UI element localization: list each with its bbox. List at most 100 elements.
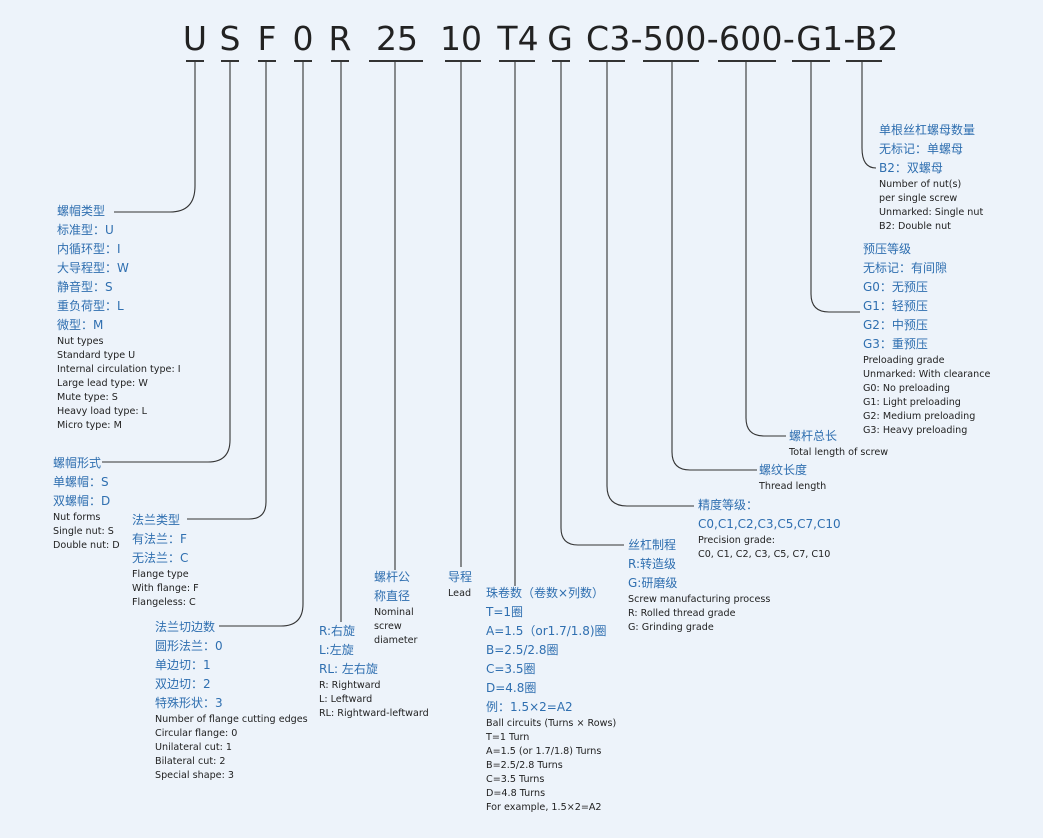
- group-flange-type: 法兰类型 有法兰：F 无法兰：C Flange type With flange…: [132, 511, 199, 610]
- thread-length-title: 螺纹长度: [759, 463, 808, 477]
- underline-0: [294, 60, 312, 62]
- flange-type-title: 法兰类型: [132, 513, 181, 527]
- code-part-s: S: [219, 19, 241, 58]
- circuits-en-2: A=1.5 (or 1.7/1.8) Turns: [486, 746, 602, 757]
- flange-cut-en-4: Special shape: 3: [155, 770, 234, 781]
- preload-en-3: G1: Light preloading: [863, 397, 961, 408]
- nut-count-zh-2: B2：双螺母: [879, 161, 943, 175]
- preload-en-5: G3: Heavy preloading: [863, 425, 968, 436]
- nut-type-zh-5: 重负荷型：L: [57, 299, 124, 313]
- nut-count-en-3: B2: Double nut: [879, 221, 951, 232]
- nut-count-en-2: Unmarked: Single nut: [879, 207, 984, 218]
- leader-total-length: [745, 62, 786, 437]
- rotation-en-1: L: Leftward: [319, 694, 373, 705]
- preload-en-0: Preloading grade: [863, 355, 945, 366]
- preload-zh-2: G0：无预压: [863, 280, 928, 294]
- code-part-25: 25: [376, 19, 418, 58]
- preload-zh-4: G2：中预压: [863, 318, 928, 332]
- diameter-zh-1: 称直径: [374, 589, 411, 603]
- flange-type-zh-2: 无法兰：C: [132, 551, 189, 565]
- preload-zh-5: G3：重预压: [863, 337, 928, 351]
- code-part-t4: T4: [497, 19, 539, 58]
- circuits-zh-1: T=1圈: [486, 605, 524, 619]
- nut-type-zh-4: 静音型：S: [57, 280, 113, 294]
- underline-g: [552, 60, 570, 62]
- code-part-r: R: [328, 19, 352, 58]
- nut-type-zh-2: 内循环型：I: [57, 242, 121, 256]
- circuits-en-3: B=2.5/2.8 Turns: [486, 760, 563, 771]
- leader-process: [560, 62, 624, 546]
- leader-flange-type: [187, 62, 267, 520]
- group-total-length: 螺杆总长 Total length of screw: [789, 427, 888, 460]
- flange-cut-en-1: Circular flange: 0: [155, 728, 238, 739]
- underline-t4: [499, 60, 535, 62]
- nut-form-zh-2: 双螺帽：D: [53, 494, 111, 508]
- precision-en-1: C0, C1, C2, C3, C5, C7, C10: [698, 549, 831, 560]
- flange-cut-zh-4: 特殊形状：3: [155, 696, 223, 710]
- code-part-tail: C3-500-600-G1-B2: [586, 19, 899, 58]
- group-flange-cut: 法兰切边数 圆形法兰：0 单边切：1 双边切：2 特殊形状：3 Number o…: [155, 618, 308, 783]
- circuits-en-6: For example, 1.5×2=A2: [486, 802, 602, 813]
- circuits-en-0: Ball circuits (Turns × Rows): [486, 718, 617, 729]
- nut-count-en-0: Number of nut(s): [879, 179, 962, 190]
- nut-form-en-1: Single nut: S: [53, 526, 114, 537]
- flange-cut-zh-1: 圆形法兰：0: [155, 639, 223, 653]
- precision-title: 精度等级：: [698, 498, 759, 512]
- leader-nut-type: [114, 62, 196, 213]
- rotation-zh-2: RL: 左右旋: [319, 662, 378, 676]
- process-en-1: R: Rolled thread grade: [628, 608, 736, 619]
- flange-cut-en-3: Bilateral cut: 2: [155, 756, 226, 767]
- code-part-g: G: [547, 19, 573, 58]
- group-thread-length: 螺纹长度 Thread length: [759, 461, 826, 494]
- underline-g1: [792, 60, 830, 62]
- process-en-0: Screw manufacturing process: [628, 594, 771, 605]
- lead-en-0: Lead: [448, 588, 472, 599]
- leader-thread-length: [671, 62, 757, 471]
- diameter-en-0: Nominal: [374, 607, 414, 618]
- group-nut-type: 螺帽类型 标准型：U 内循环型：I 大导程型：W 静音型：S 重负荷型：L 微型…: [57, 202, 181, 433]
- underline-u: [186, 60, 204, 62]
- code-part-10: 10: [440, 19, 482, 58]
- rotation-en-2: RL: Rightward-leftward: [319, 708, 429, 719]
- group-diameter: 螺杆公 称直径 Nominal screw diameter: [374, 568, 418, 648]
- underline-s: [221, 60, 239, 62]
- nut-type-en-1: Standard type U: [57, 350, 136, 361]
- thread-length-en-0: Thread length: [759, 481, 827, 492]
- circuits-zh-3: B=2.5/2.8圈: [486, 643, 559, 657]
- flange-cut-en-0: Number of flange cutting edges: [155, 714, 308, 725]
- underline-c3: [589, 60, 625, 62]
- nut-type-zh-3: 大导程型：W: [57, 261, 129, 275]
- nut-type-title: 螺帽类型: [57, 204, 106, 218]
- leader-nut-count: [861, 62, 877, 169]
- flange-cut-zh-2: 单边切：1: [155, 658, 211, 672]
- precision-zh-1: C0,C1,C2,C3,C5,C7,C10: [698, 517, 841, 531]
- group-preload: 预压等级 无标记：有间隙 G0：无预压 G1：轻预压 G2：中预压 G3：重预压…: [863, 240, 990, 438]
- nut-type-en-2: Internal circulation type: I: [57, 364, 181, 375]
- underline-10: [445, 60, 481, 62]
- nut-form-en-0: Nut forms: [53, 512, 101, 523]
- nut-type-en-6: Micro type: M: [57, 420, 122, 431]
- underline-r: [331, 60, 349, 62]
- flange-cut-title: 法兰切边数: [155, 620, 216, 634]
- leader-preload: [810, 62, 860, 313]
- flange-cut-en-2: Unilateral cut: 1: [155, 742, 233, 753]
- underline-f: [258, 60, 276, 62]
- precision-en-0: Precision grade:: [698, 535, 775, 546]
- circuits-title: 珠卷数（卷数×列数）: [486, 586, 605, 600]
- group-precision: 精度等级： C0,C1,C2,C3,C5,C7,C10 Precision gr…: [698, 496, 841, 562]
- circuits-zh-2: A=1.5（or1.7/1.8)圈: [486, 624, 607, 638]
- nut-type-zh-6: 微型：M: [57, 318, 104, 332]
- flange-type-en-2: Flangeless: C: [132, 597, 196, 608]
- lead-zh-0: 导程: [448, 570, 473, 584]
- code-part-0: 0: [292, 19, 314, 58]
- group-circuits: 珠卷数（卷数×列数） T=1圈 A=1.5（or1.7/1.8)圈 B=2.5/…: [486, 584, 616, 815]
- circuits-zh-5: D=4.8圈: [486, 681, 537, 695]
- code-part-f: F: [257, 19, 277, 58]
- preload-en-2: G0: No preloading: [863, 383, 950, 394]
- flange-cut-zh-3: 双边切：2: [155, 677, 211, 691]
- flange-type-en-0: Flange type: [132, 569, 189, 580]
- nut-count-en-1: per single screw: [879, 193, 958, 204]
- leader-flange-cut: [219, 62, 304, 627]
- process-zh-2: G:研磨级: [628, 576, 678, 590]
- group-lead: 导程 Lead: [448, 568, 472, 601]
